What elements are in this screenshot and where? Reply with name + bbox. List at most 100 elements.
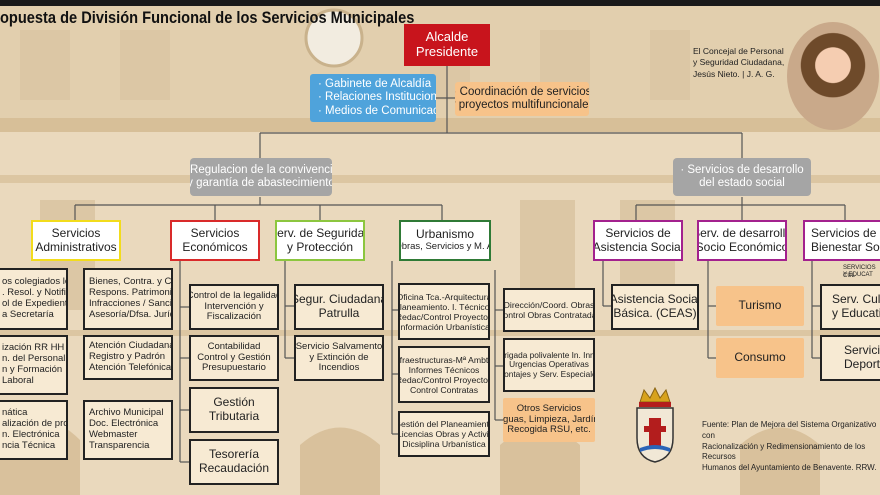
source-line: Fuente: Plan de Mejora del Sistema Organ…	[702, 420, 877, 440]
source-line: Racionalización y Redimensionamiento de …	[702, 441, 866, 462]
bienestar-deportivo: Servicio Deportiv	[820, 335, 880, 381]
item-line: Dirección/Coord. Obras	[503, 300, 595, 310]
urbanismo-header: Urbanismo Obras, Servicios y M. A.	[399, 220, 491, 261]
item-line: n. Electrónica	[2, 429, 60, 440]
item-line: Turismo	[738, 298, 782, 313]
medios-line: · Medios de Comunicación	[318, 104, 436, 117]
header-line: Servicios de	[811, 225, 877, 240]
coordinacion-servicios-box: · Coordinación de servicios y proyectos …	[455, 82, 589, 116]
item-line: Segur. Ciudadana	[294, 292, 384, 307]
item-line: Básica. (CEAS)	[613, 306, 697, 320]
header-line: Asistencia Social	[593, 239, 683, 254]
item-line: Licencias Obras y Activi.	[398, 429, 490, 439]
item-line: Gestión del Planeamiento	[398, 419, 490, 429]
item-line: . Resol. y Notificac.	[2, 287, 66, 299]
item-line: Infracciones / Sanciones	[89, 298, 172, 309]
item-line: Asistencia Social	[611, 292, 699, 307]
coordinacion-line-1: · Coordinación de servicios	[455, 85, 589, 98]
item-line: Control Obras Contratadas	[503, 310, 593, 320]
item-line: Montajes y Serv. Especiales	[504, 368, 593, 379]
gabinete-line: · Gabinete de Alcaldía	[318, 78, 432, 91]
item-line: Oficina Tca.-Arquitectura	[398, 291, 490, 302]
item-line: Archivo Municipal	[89, 407, 164, 419]
header-line: Socio Económico	[697, 239, 787, 254]
item-line: Presupuestario	[202, 362, 266, 374]
header-line: Urbanismo	[415, 227, 475, 242]
item-line: Incendios	[318, 362, 360, 374]
item-line: Contabilidad	[207, 340, 261, 352]
item-line: Dicsiplina Urbanística	[402, 439, 486, 449]
item-line: ol de Expedientes	[2, 298, 68, 309]
page-title: opuesta de División Funcional de los Ser…	[0, 8, 415, 27]
admin-item-archivo: Archivo Municipal Doc. Electrónica Webma…	[83, 400, 173, 460]
header-line: Económicos	[182, 239, 248, 254]
regulacion-line-1: · Regulacion de la convivencia	[190, 163, 332, 176]
item-line: Infraestructuras-Mª Ambte.	[398, 354, 489, 365]
item-line: Control Contratas	[409, 384, 479, 395]
source-line: Humanos del Ayuntamiento de Benavente. R…	[702, 463, 877, 473]
item-line: Tributaria	[208, 409, 260, 423]
item-line: Doc. Electrónica	[89, 418, 159, 430]
item-line: Webmaster	[89, 429, 138, 440]
item-line: a Secretaría	[2, 308, 54, 320]
item-line: Planeamiento. I. Técnicos	[398, 301, 490, 312]
caption-line: El Concejal de Personal	[693, 46, 784, 56]
header-line: Servicios	[190, 225, 240, 240]
item-line: ización RR HH	[2, 342, 65, 354]
item-line: Transparencia	[89, 439, 150, 451]
seguridad-salvamento: Servicio Salvamento y Extinción de Incen…	[294, 335, 384, 381]
admin-item-atencion: Atención Ciudadana Registro y Padrón Ate…	[83, 335, 173, 380]
urbanismo-direccion-obras: Dirección/Coord. Obras Control Obras Con…	[503, 288, 595, 332]
item-line: Urgencias Operativas	[509, 359, 589, 370]
item-line: Servicio	[844, 343, 880, 358]
desarrollo-social-line-1: · Servicios de desarrollo	[680, 163, 804, 176]
item-line: Gestión	[213, 395, 255, 410]
bienestar-social-header: Servicios de Bienestar Soci	[803, 220, 880, 261]
asistencia-social-header: Servicios de Asistencia Social	[593, 220, 683, 261]
item-line: Información Urbanística	[398, 321, 490, 332]
desarrollo-estado-social-box: · Servicios de desarrollo del estado soc…	[673, 158, 811, 196]
presidente-line: Presidente	[415, 44, 479, 59]
urbanismo-otros-servicios: Otros Servicios Aguas, Limpieza, Jardín.…	[503, 398, 595, 442]
gabinete-alcaldia-box: · Gabinete de Alcaldía · Relaciones Inst…	[310, 74, 436, 122]
urbanismo-infraestructuras: Infraestructuras-Mª Ambte. Informes Técn…	[398, 346, 490, 403]
header-line: Servicios de	[605, 225, 671, 240]
servicios-administrativos-header: Servicios Administrativos	[31, 220, 121, 261]
desarrollo-social-line-2: del estado social	[699, 177, 785, 189]
servicios-economicos-header: Servicios Económicos	[170, 220, 260, 261]
header-line: y Protección	[286, 239, 354, 254]
item-line: Aguas, Limpieza, Jardín.	[503, 413, 595, 425]
concejal-photo	[787, 22, 879, 130]
caption-line: Jesús Nieto. | J. A. G.	[693, 68, 775, 79]
seguridad-ciudadana-patrulla: Segur. Ciudadana Patrulla	[294, 284, 384, 330]
item-line: Redac/Control Proyectos	[398, 311, 490, 322]
desarrollo-socio-economico-header: Serv. de desarrollo Socio Económico	[697, 220, 787, 261]
item-line: Control de la legalidad	[189, 289, 279, 301]
item-line: Redac/Control Proyectos	[398, 374, 490, 385]
item-line: Atención Ciudadana	[89, 340, 173, 352]
item-line: Patrulla	[318, 306, 360, 320]
item-line: n. del Personal	[2, 353, 66, 365]
urbanismo-oficina-tecnica: Oficina Tca.-Arquitectura Planeamiento. …	[398, 283, 490, 340]
item-line: Informes Técnicos	[408, 364, 480, 375]
item-line: Laboral	[2, 374, 34, 386]
coordinacion-line-2: y proyectos multifuncionales	[455, 99, 589, 111]
caption-line: y Seguridad Ciudadana,	[693, 57, 785, 68]
item-line: Brigada polivalente In. Inm.	[503, 349, 595, 360]
admin-item-organos: os colegiados legales . Resol. y Notific…	[0, 268, 68, 330]
item-line: Recaudación	[198, 461, 270, 475]
top-bar	[0, 0, 880, 6]
turismo-box: Turismo	[716, 286, 804, 326]
header-line: Bienestar Soci	[811, 239, 880, 254]
bienestar-cultura: Serv. Cultu y Educati	[820, 284, 880, 330]
concejal-caption: El Concejal de Personal y Seguridad Ciud…	[693, 46, 784, 80]
consumo-box: Consumo	[716, 338, 804, 378]
item-line: Registro y Padrón	[89, 351, 166, 363]
item-line: Servicio Salvamento	[295, 340, 383, 352]
item-line: ncia Técnica	[2, 439, 56, 451]
seguridad-proteccion-header: Serv. de Seguridad y Protección	[275, 220, 365, 261]
alcalde-line: Alcalde	[425, 29, 469, 45]
item-line: Bienes, Contra. y Compras	[89, 276, 172, 288]
relaciones-line: · Relaciones Institucionales	[318, 91, 436, 104]
